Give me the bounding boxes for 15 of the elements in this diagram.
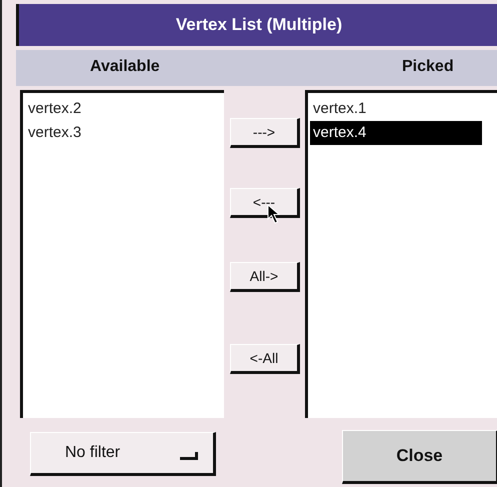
list-box: [305, 90, 497, 418]
window-title: Vertex List (Multiple): [16, 4, 497, 46]
list-box: [20, 90, 224, 418]
close-button: Close: [342, 430, 497, 484]
list-item: vertex.4: [310, 121, 482, 145]
move-right-button: --->: [230, 118, 300, 148]
move-all-right-button: All->: [230, 262, 300, 292]
move-left-button: <---: [230, 188, 300, 218]
list-item: vertex.2: [27, 99, 82, 119]
move-all-left-button: <-All: [230, 344, 300, 374]
list-item: vertex.3: [27, 123, 82, 143]
column-header: Available: [90, 58, 160, 76]
filter-dropdown: No filter: [30, 432, 216, 476]
column-header: Picked: [402, 58, 454, 76]
list-item: vertex.1: [312, 99, 368, 119]
